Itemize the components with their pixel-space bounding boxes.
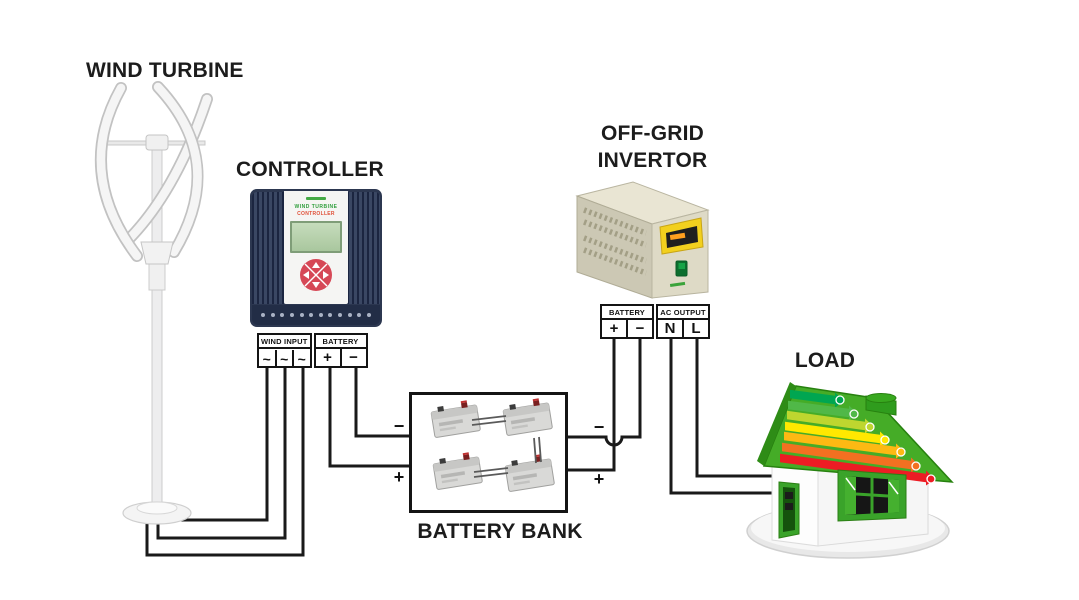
terminal-wind-ac2: ~: [274, 350, 293, 367]
terminal-ac-live: L: [682, 320, 708, 337]
turbine-hub: [145, 134, 169, 151]
turbine-mount-bracket: [140, 241, 174, 265]
controller-label: CONTROLLER: [236, 158, 384, 181]
inverter-terminal-strip: BATTERY + − AC OUTPUT N L: [600, 304, 710, 339]
inverter-switch-light: [678, 263, 685, 269]
controller-lcd-screen: [290, 221, 342, 253]
battery-4: [503, 452, 556, 493]
wire-turbine-phase3: [145, 367, 305, 557]
inverter-device: [575, 181, 710, 299]
controller-panel-text-2: CONTROLLER: [297, 211, 335, 217]
terminal-wind-ac1: ~: [262, 350, 271, 367]
inverter-battery-terminal-group: BATTERY + −: [600, 304, 654, 339]
battery-bank-label: BATTERY BANK: [417, 520, 583, 543]
load-label: LOAD: [794, 349, 856, 372]
controller-keypad: [300, 259, 332, 291]
wire-controller-bank-minus: [354, 367, 409, 438]
house-window: [837, 469, 907, 522]
turbine-blades: [94, 81, 213, 262]
wire-ac-neutral: [669, 338, 800, 495]
controller-heatsink-right: [347, 192, 380, 304]
wire-bank-inverter-plus: [568, 338, 616, 472]
terminal-wind-ac3: ~: [292, 350, 310, 367]
battery-bank-contents: [429, 396, 556, 493]
controller-heatsink-left: [252, 192, 285, 304]
ac-output-terminal-group: AC OUTPUT N L: [656, 304, 710, 339]
inverter-battery-group-label: BATTERY: [600, 304, 654, 320]
house-door: [778, 481, 800, 539]
terminal-controller-battery-minus: −: [339, 349, 366, 366]
controller-brand-logo: [306, 197, 326, 200]
terminal-inverter-battery-plus: +: [609, 320, 619, 337]
wind-turbine-graphic: [94, 81, 213, 525]
wind-input-terminal-group: WIND INPUT ~ ~ ~: [257, 333, 312, 368]
terminal-inverter-battery-minus: −: [626, 320, 652, 337]
terminal-controller-battery-plus: +: [323, 349, 332, 366]
wire-bank-inverter-minus: [568, 338, 642, 447]
inverter-vent-slots: [583, 207, 647, 276]
controller-device: WIND TURBINE CONTROLLER: [250, 189, 382, 327]
wire-label-plus-inverter-side: +: [593, 469, 605, 489]
battery-interconnect-cables: [471, 415, 542, 478]
battery-2: [501, 396, 554, 437]
inverter-label-line1: OFF-GRID: [600, 122, 705, 145]
wire-ac-live: [695, 338, 792, 478]
wire-label-plus-controller-side: +: [393, 467, 405, 487]
battery-3: [431, 450, 484, 491]
controller-panel-text-1: WIND TURBINE: [294, 204, 338, 210]
keypad-arrow-icons: [303, 262, 329, 288]
inverter-lcd-digits: [669, 232, 686, 241]
wire-label-minus-controller-side: −: [393, 416, 405, 436]
inverter-brand-logo: [669, 281, 686, 287]
controller-front-panel: WIND TURBINE CONTROLLER: [284, 191, 348, 304]
controller-vent-strip: [252, 305, 380, 325]
wire-label-minus-inverter-side: −: [593, 417, 605, 437]
battery-1: [429, 398, 482, 439]
inverter-label-line2: INVERTOR: [597, 149, 708, 172]
load-house-graphic: [746, 382, 954, 559]
controller-battery-terminal-group: BATTERY + −: [313, 333, 368, 368]
turbine-pole-collar: [148, 261, 166, 291]
house-roof-edge: [757, 382, 796, 466]
controller-battery-group-label: BATTERY: [313, 333, 368, 349]
wire-controller-bank-plus: [328, 367, 409, 468]
inverter-label: OFF-GRID INVERTOR: [575, 120, 730, 174]
controller-terminal-strip: WIND INPUT ~ ~ ~ BATTERY + −: [257, 333, 368, 368]
house-chimney-top: [865, 393, 897, 403]
wind-input-group-label: WIND INPUT: [257, 333, 312, 349]
ac-output-group-label: AC OUTPUT: [656, 304, 710, 320]
wind-turbine-label: WIND TURBINE: [86, 59, 244, 82]
turbine-base-top: [136, 501, 178, 515]
terminal-ac-neutral: N: [664, 320, 676, 337]
